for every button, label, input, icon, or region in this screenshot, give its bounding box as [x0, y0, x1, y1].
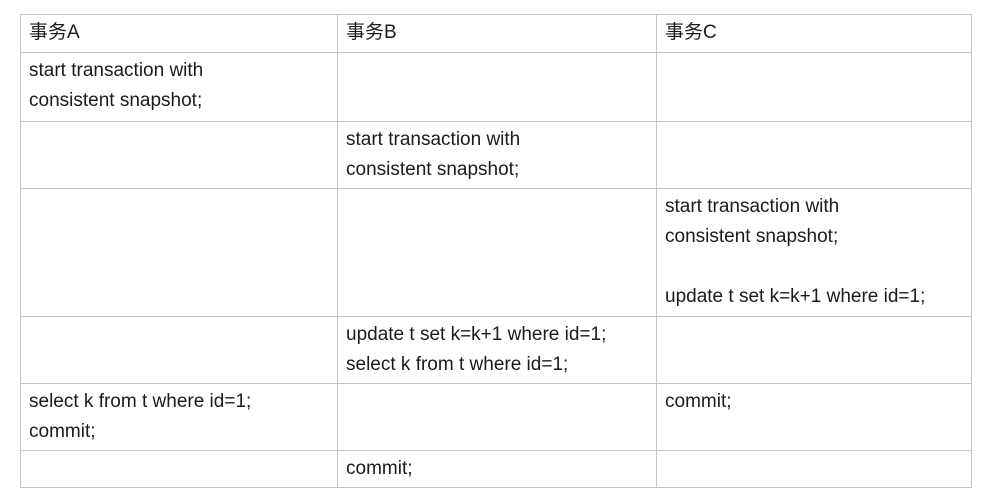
- cell-row3-transaction-a: [20, 188, 338, 317]
- cell-row5-transaction-b: [337, 383, 657, 451]
- cell-row1-transaction-c: [656, 52, 972, 122]
- column-header-transaction-a: 事务A: [20, 14, 338, 53]
- cell-row4-transaction-c: [656, 316, 972, 384]
- cell-row5-transaction-a: select k from t where id=1; commit;: [20, 383, 338, 451]
- column-header-transaction-b: 事务B: [337, 14, 657, 53]
- cell-row4-transaction-b: update t set k=k+1 where id=1; select k …: [337, 316, 657, 384]
- cell-row2-transaction-b: start transaction with consistent snapsh…: [337, 121, 657, 189]
- cell-row2-transaction-a: [20, 121, 338, 189]
- table-row: update t set k=k+1 where id=1; select k …: [20, 316, 972, 384]
- cell-row5-transaction-c: commit;: [656, 383, 972, 451]
- header-row: 事务A 事务B 事务C: [20, 14, 972, 53]
- column-header-transaction-c: 事务C: [656, 14, 972, 53]
- cell-row3-transaction-b: [337, 188, 657, 317]
- transactions-figure: 事务A 事务B 事务C start transaction with consi…: [20, 14, 972, 488]
- cell-row4-transaction-a: [20, 316, 338, 384]
- cell-row6-transaction-c: [656, 450, 972, 488]
- cell-row2-transaction-c: [656, 121, 972, 189]
- cell-row6-transaction-a: [20, 450, 338, 488]
- cell-row1-transaction-b: [337, 52, 657, 122]
- transactions-table: 事务A 事务B 事务C start transaction with consi…: [20, 14, 972, 488]
- table-row: commit;: [20, 450, 972, 488]
- cell-row6-transaction-b: commit;: [337, 450, 657, 488]
- table-row: start transaction with consistent snapsh…: [20, 188, 972, 317]
- table-row: start transaction with consistent snapsh…: [20, 52, 972, 122]
- table-row: select k from t where id=1; commit; comm…: [20, 383, 972, 451]
- cell-row1-transaction-a: start transaction with consistent snapsh…: [20, 52, 338, 122]
- cell-row3-transaction-c: start transaction with consistent snapsh…: [656, 188, 972, 317]
- table-row: start transaction with consistent snapsh…: [20, 121, 972, 189]
